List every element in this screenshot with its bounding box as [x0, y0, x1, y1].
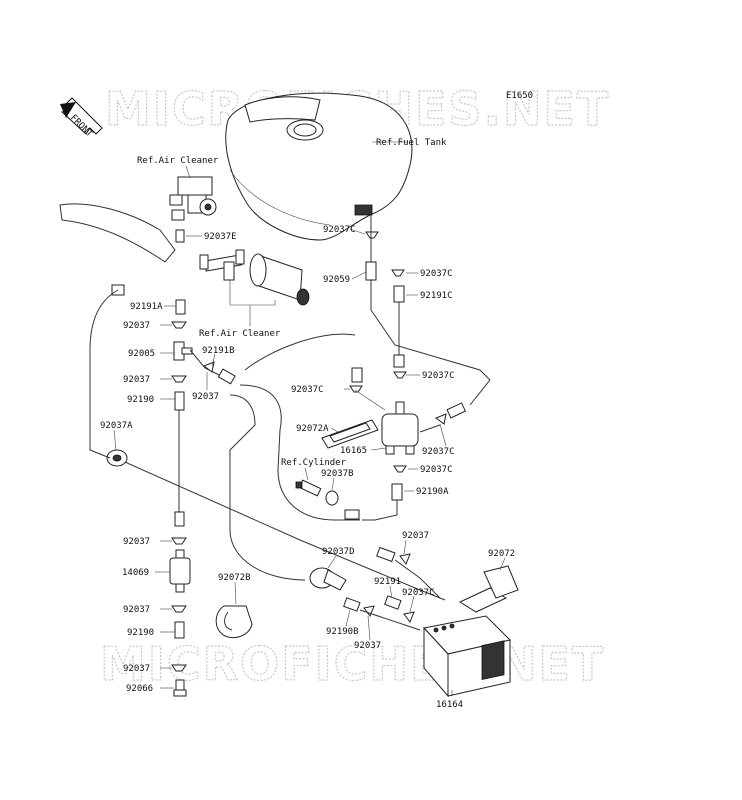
- label-92037a: 92037A: [100, 421, 133, 431]
- ref-air-cleaner-top-label: Ref.Air Cleaner: [137, 156, 219, 166]
- label-92037-a: 92037: [123, 321, 150, 331]
- label-92037-b: 92037: [123, 375, 150, 385]
- label-92037-h: 92037: [123, 664, 150, 674]
- clamp-92037c-b: [391, 269, 405, 277]
- hose-92191a: [175, 299, 186, 315]
- hose-92191c: [393, 285, 405, 303]
- fuel-tank: [225, 92, 413, 241]
- cylinder-fitting: [295, 479, 322, 497]
- label-16165: 16165: [340, 446, 367, 456]
- label-14069: 14069: [122, 568, 149, 578]
- hose-upper-canister: [393, 354, 405, 368]
- label-92037c-e: 92037C: [422, 447, 455, 457]
- diagram-code: E1650: [506, 91, 533, 101]
- label-92037c-f: 92037C: [420, 465, 453, 475]
- canister-16164: [423, 615, 511, 698]
- label-92037-g: 92037: [354, 641, 381, 651]
- clamp-92037-d: [171, 605, 187, 613]
- clamp-92037c-d: [393, 371, 407, 379]
- label-92037c-g: 92037C: [402, 588, 435, 598]
- ref-cylinder-label: Ref.Cylinder: [281, 458, 347, 468]
- label-92072a: 92072A: [296, 424, 329, 434]
- clamp-92037-f: [202, 361, 215, 373]
- label-92037c-b: 92037C: [420, 269, 453, 279]
- label-92037c-a: 92037C: [323, 225, 356, 235]
- hose-right: [446, 402, 467, 419]
- label-92037c-c: 92037C: [291, 385, 324, 395]
- label-92037c-d: 92037C: [422, 371, 455, 381]
- hose-92190-b: [174, 621, 185, 639]
- label-92190: 92190: [127, 395, 154, 405]
- hose-lower: [174, 511, 185, 527]
- ref-fuel-tank-label: Ref.Fuel Tank: [376, 138, 447, 148]
- label-92037-e: 92037: [123, 537, 150, 547]
- ref-air-cleaner-mid-label: Ref.Air Cleaner: [199, 329, 281, 339]
- air-cleaner-t-fitting: [199, 249, 245, 281]
- label-92191c: 92191C: [420, 291, 453, 301]
- bracket-92072a: [321, 419, 379, 449]
- clamp-92037c-f: [393, 465, 407, 473]
- label-92191: 92191: [374, 577, 401, 587]
- fuel-filter-14069: [169, 549, 191, 593]
- hose-cylinder: [344, 509, 360, 520]
- label-92037-c: 92037: [192, 392, 219, 402]
- label-92037b: 92037B: [321, 469, 354, 479]
- label-92191a: 92191A: [130, 302, 163, 312]
- clamp-92037c-a: [365, 231, 379, 239]
- band-92072b: [215, 605, 253, 639]
- label-92037d: 92037D: [322, 547, 355, 557]
- front-arrow-icon: FRONT: [60, 97, 103, 140]
- label-16164: 16164: [436, 700, 463, 710]
- air-cleaner-element: [249, 253, 310, 306]
- clamp-92037d: [309, 567, 347, 591]
- fitting-92066: [173, 679, 187, 697]
- label-92005: 92005: [128, 349, 155, 359]
- clamp-92037-g: [399, 553, 411, 566]
- clamp-92037c-c: [349, 385, 363, 393]
- clamp-92037-e: [171, 664, 187, 672]
- label-92066: 92066: [126, 684, 153, 694]
- label-92059: 92059: [323, 275, 350, 285]
- hose-92059: [365, 261, 377, 281]
- hose-left-canister: [351, 367, 363, 383]
- label-92037e: 92037E: [204, 232, 237, 242]
- air-cleaner-fitting-top: [169, 176, 217, 221]
- clamp-92037-b: [171, 375, 187, 383]
- separator-16165: [381, 401, 419, 455]
- hose-92190: [174, 391, 185, 411]
- clamp-92037-a: [171, 321, 187, 329]
- label-92190a: 92190A: [416, 487, 449, 497]
- label-92037-d: 92037: [402, 531, 429, 541]
- clamp-92037b: [325, 490, 339, 506]
- bracket-92072: [458, 565, 519, 613]
- label-92191b: 92191B: [202, 346, 235, 356]
- clamp-92037e: [175, 229, 185, 243]
- hose-92190b: [343, 597, 361, 612]
- hose-92190a: [391, 483, 403, 501]
- label-92190-b: 92190: [127, 628, 154, 638]
- clamp-92037a: [106, 449, 128, 467]
- clamp-92037c-e: [434, 413, 447, 425]
- label-92072b: 92072B: [218, 573, 251, 583]
- clamp-92037-c: [171, 537, 187, 545]
- hose-lower-right: [376, 546, 396, 563]
- clamp-92037c-g: [403, 611, 415, 624]
- hose-92191b: [217, 368, 236, 385]
- label-92190b: 92190B: [326, 627, 359, 637]
- hose-92191: [384, 595, 402, 610]
- label-92072: 92072: [488, 549, 515, 559]
- label-92037-f: 92037: [123, 605, 150, 615]
